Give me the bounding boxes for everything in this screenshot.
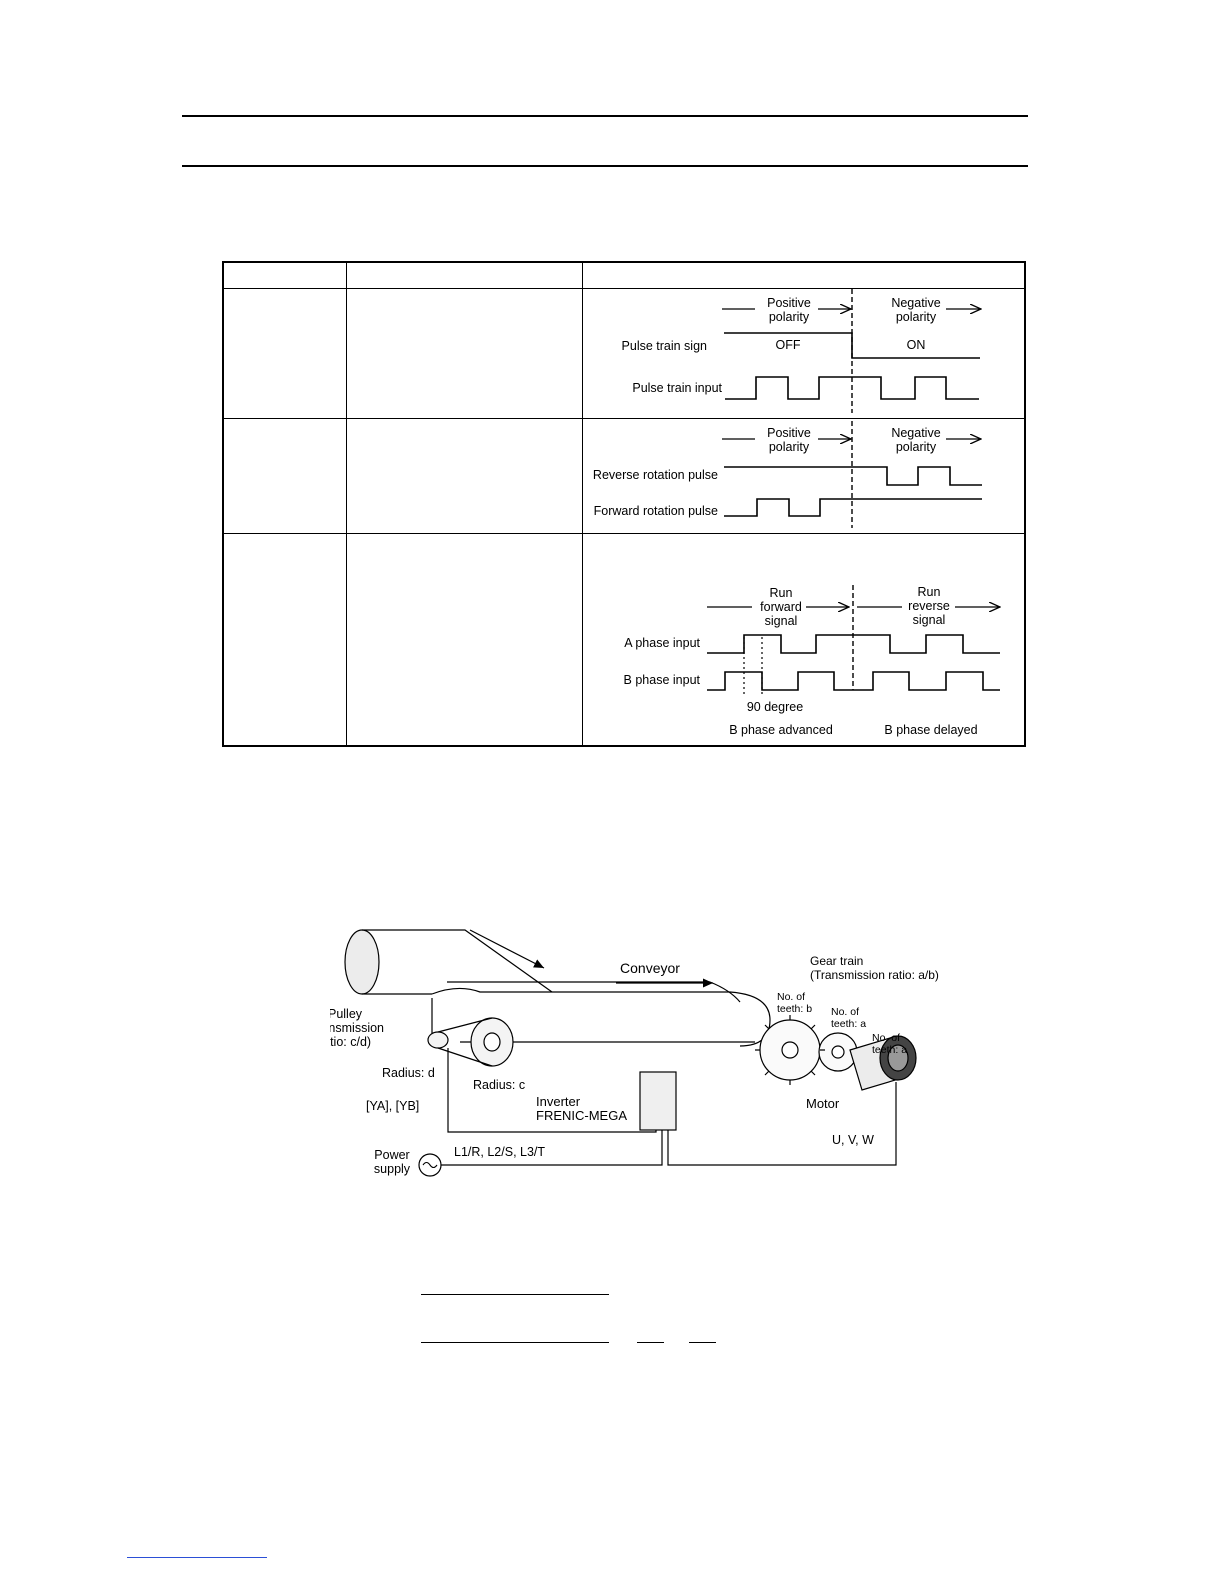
- pulley-ratio-label: (Transmission: [330, 1021, 384, 1035]
- conveyor-label: Conveyor: [620, 960, 680, 976]
- positive-label: Positive: [767, 296, 811, 310]
- pulse-input-label: Pulse train input: [632, 381, 722, 395]
- pulley-ratio-label: ratio: c/d): [330, 1035, 371, 1049]
- polarity-label: polarity: [769, 440, 810, 454]
- motor-label: Motor: [806, 1096, 840, 1111]
- fraction-line: [421, 1342, 609, 1343]
- table-row-separator: [224, 533, 1024, 534]
- polarity-label: polarity: [896, 440, 937, 454]
- inverter-label: Inverter: [536, 1094, 581, 1109]
- forward-label: forward: [760, 600, 802, 614]
- table-column-separator: [582, 263, 583, 745]
- fraction-line: [689, 1342, 716, 1343]
- wiring: [438, 1048, 897, 1166]
- pulse-input-waveform: [725, 376, 979, 400]
- on-label: ON: [907, 338, 926, 352]
- signal-label: signal: [765, 614, 798, 628]
- positive-label: Positive: [767, 426, 811, 440]
- teeth-b-label: No. of: [777, 991, 805, 1003]
- reverse-label: reverse: [908, 599, 950, 613]
- teeth-a-label: No. of: [831, 1006, 859, 1018]
- pulley-label: Pulley: [330, 1007, 363, 1021]
- b-phase-waveform: [707, 671, 1000, 691]
- a-phase-label: A phase input: [624, 636, 700, 650]
- run-label: Run: [770, 586, 793, 600]
- footer-link-underline: [127, 1557, 267, 1558]
- pulse-sign-diagram: Positive polarity Negative polarity Puls…: [622, 289, 981, 413]
- teeth-a-label: teeth: a: [831, 1018, 866, 1030]
- power-supply-label: Power: [374, 1148, 409, 1162]
- table-row-separator: [224, 418, 1024, 419]
- negative-label: Negative: [891, 296, 940, 310]
- gear-train-ratio-label: (Transmission ratio: a/b): [810, 968, 939, 982]
- power-supply-label: supply: [374, 1162, 411, 1176]
- sign-waveform: [724, 332, 980, 359]
- radius-d-label: Radius: d: [382, 1066, 435, 1080]
- motor: [849, 1035, 917, 1091]
- table-column-separator: [346, 263, 347, 745]
- off-label: OFF: [776, 338, 801, 352]
- fwd-rev-pulse-diagram: Positive polarity Negative polarity Reve…: [593, 421, 982, 528]
- header-rule-top: [182, 115, 1028, 117]
- negative-label: Negative: [891, 426, 940, 440]
- teeth-a-motor-label: No. of: [872, 1032, 900, 1044]
- conveyor-system-figure: Conveyor Gear train (Transmission ratio:…: [330, 929, 939, 1177]
- b-phase-label: B phase input: [624, 673, 701, 687]
- pulse-sign-label: Pulse train sign: [622, 339, 708, 353]
- b-phase-delayed-label: B phase delayed: [884, 723, 977, 737]
- reverse-pulse-label: Reverse rotation pulse: [593, 468, 718, 482]
- run-label: Run: [918, 585, 941, 599]
- ab-phase-diagram: Run forward signal Run reverse signal A …: [624, 585, 1000, 737]
- pulse-input-mode-table: [222, 261, 1026, 747]
- input-terminals-label: L1/R, L2/S, L3/T: [454, 1145, 545, 1159]
- pulley-assembly: [427, 1017, 514, 1067]
- timing-diagrams: Positive polarity Negative polarity Puls…: [593, 289, 1224, 737]
- gear-train-label: Gear train: [810, 954, 863, 968]
- fraction-line: [421, 1294, 609, 1295]
- polarity-label: polarity: [769, 310, 810, 324]
- ya-yb-terminals-label: [YA], [YB]: [366, 1099, 419, 1113]
- conveyor-belt: [344, 929, 771, 1047]
- gear-train: [755, 1015, 858, 1085]
- fraction-line: [637, 1342, 664, 1343]
- inverter-model-label: FRENIC-MEGA: [536, 1108, 627, 1123]
- b-phase-advanced-label: B phase advanced: [729, 723, 833, 737]
- header-rule-bottom: [182, 165, 1028, 167]
- forward-pulse-waveform: [724, 498, 982, 517]
- polarity-label: polarity: [896, 310, 937, 324]
- teeth-b-label: teeth: b: [777, 1003, 812, 1015]
- signal-label: signal: [913, 613, 946, 627]
- teeth-a-motor-label: teeth: a: [872, 1044, 907, 1056]
- forward-pulse-label: Forward rotation pulse: [594, 504, 718, 518]
- phase-degree-label: 90 degree: [747, 700, 803, 714]
- table-header-separator: [224, 288, 1024, 289]
- radius-c-label: Radius: c: [473, 1078, 525, 1092]
- ac-wave-icon: [422, 1161, 438, 1169]
- uvw-terminals-label: U, V, W: [832, 1133, 874, 1147]
- inverter-unit: [639, 1071, 677, 1131]
- a-phase-waveform: [707, 634, 1000, 654]
- reverse-pulse-waveform: [724, 466, 982, 486]
